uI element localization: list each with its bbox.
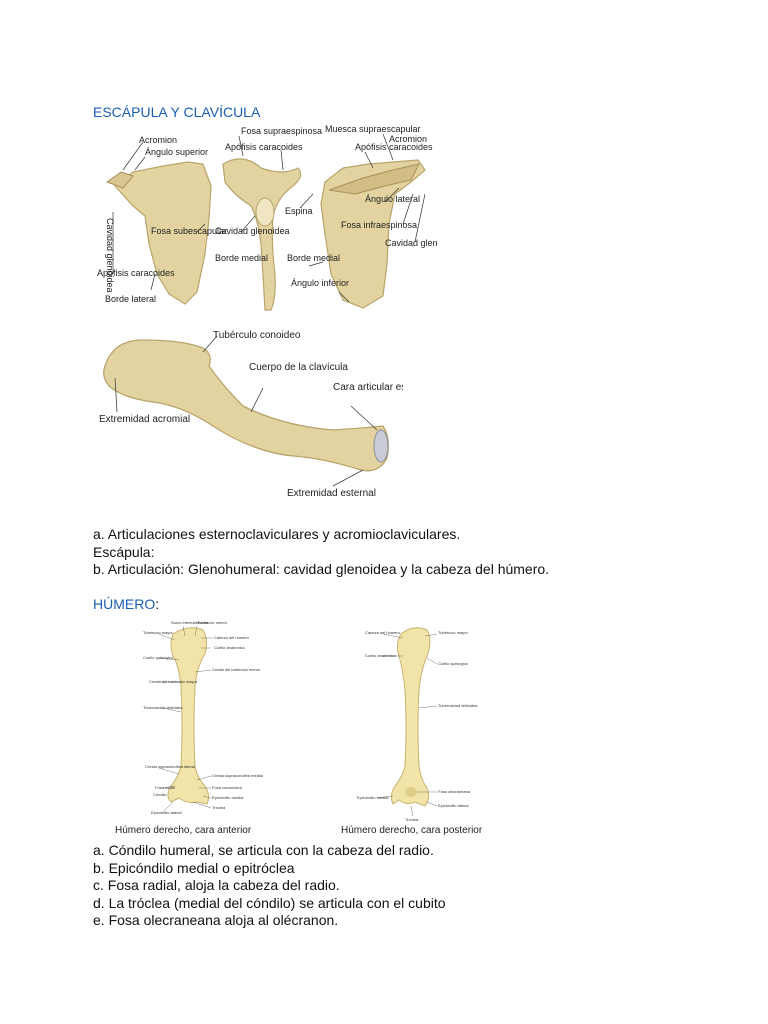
label-borde-medial-right: Borde medial — [287, 253, 340, 263]
label-ant-cresta-tub-mayor: Cresta del tubérculo mayor — [149, 679, 198, 684]
olecranon-fossa-shape — [405, 787, 417, 797]
label-apofisis-coracoides-left: Apófisis caracoides — [97, 268, 175, 278]
line-a-condilo: a. Cóndilo humeral, se articula con la c… — [93, 842, 434, 858]
scapula-posterior-shape — [320, 159, 426, 309]
line-escapula: Escápula: — [93, 543, 155, 560]
label-ant-troclea: Tróclea — [212, 805, 226, 810]
caption-anterior: Húmero derecho, cara anterior — [115, 825, 252, 836]
label-espina: Espina — [285, 206, 313, 216]
label-ant-condilo: Cóndilo — [153, 792, 167, 797]
label-ant-fosa-radial: Fosa radial — [155, 785, 175, 790]
label-cuerpo-clavicula: Cuerpo de la clavícula — [249, 362, 348, 373]
label-cavidad-glenoidea-mid: Cavidad glenoidea — [215, 226, 290, 236]
label-fosa-supraespinosa: Fosa supraespinosa — [241, 126, 322, 136]
label-ant-surco-intertubercular: Surco intertubercular — [171, 620, 209, 625]
label-angulo-superior: Ángulo superior — [145, 147, 208, 157]
label-apofisis-coracoides-top: Apófisis caracoides — [225, 142, 303, 152]
scapula-figure: Acromion Ángulo superior Fosa supraespin… — [97, 124, 438, 311]
label-angulo-inferior: Ángulo inferior — [291, 278, 349, 288]
label-ant-cuello-anatomico: Cuello anatómico — [214, 645, 246, 650]
line-b-glenohumeral: b. Articulación: Glenohumeral: cavidad g… — [93, 561, 550, 577]
label-cara-articular-esternal: Cara articular esternal — [333, 382, 403, 393]
label-post-cuello-quirurgico: Cuello quirúrgico — [438, 661, 469, 666]
label-post-cabeza: Cabeza del húmero — [365, 630, 401, 635]
label-extremidad-esternal: Extremidad esternal — [287, 488, 376, 499]
label-borde-lateral: Borde lateral — [105, 294, 156, 304]
label-acromion-left: Acromion — [139, 135, 177, 145]
label-ant-cresta-tub-menor: Cresta del tubérculo menor — [212, 667, 261, 672]
label-extremidad-acromial: Extremidad acromial — [99, 414, 190, 425]
label-ant-cresta-supracondilea-lateral: Cresta supracondílea lateral — [145, 764, 195, 769]
label-borde-medial-mid: Borde medial — [215, 253, 268, 263]
sternal-articular-surface-shape — [373, 429, 389, 463]
humerus-heading-colon: : — [155, 596, 160, 612]
paragraph-humerus-notes: a. Cóndilo humeral, se articula con la c… — [93, 842, 446, 930]
line-a-articulaciones: a. Articulaciones esternoclaviculares y … — [93, 526, 461, 542]
scapula-anterior-shape — [114, 161, 212, 305]
clavicle-figure: Tubérculo conoideo Cuerpo de la clavícul… — [99, 330, 403, 499]
acromion-left-shape — [105, 171, 134, 189]
scapula-clavicle-heading: ESCÁPULA Y CLAVÍCULA — [93, 104, 261, 120]
label-fosa-infraespinosa: Fosa infraespinosa — [341, 220, 417, 230]
label-ant-tuberculo-mayor: Tubérculo mayor — [143, 630, 174, 635]
label-ant-tuberosidad-deltoidea: Tuberosidad deltoidea — [143, 705, 183, 710]
label-post-cuello-anatomico: Cuello anatómico — [365, 653, 397, 658]
humerus-heading-text: HÚMERO — [93, 596, 156, 612]
label-angulo-lateral: Ángulo lateral — [365, 194, 420, 204]
label-post-epicondilo-medial: Epicóndilo medial — [357, 795, 388, 800]
label-cavidad-glenoidea-right: Cavidad glenoidea — [385, 238, 438, 248]
humerus-posterior-shape — [390, 627, 431, 807]
label-ant-cabeza: Cabeza del húmero — [214, 635, 250, 640]
label-fosa-subescapular: Fosa subescapular — [151, 226, 227, 236]
line-c-fosa-radial: c. Fosa radial, aloja la cabeza del radi… — [93, 877, 340, 893]
label-post-tuberosidad-deltoidea: Tuberosidad deltoidea — [438, 703, 478, 708]
line-e-fosa-olecraneana: e. Fosa olecraneana aloja al olécranon. — [93, 912, 339, 928]
humerus-figure: Surco intertubercular Tubérculo menor Tu… — [115, 620, 483, 836]
label-ant-epicondilo-lateral: Epicóndilo lateral — [151, 810, 182, 815]
label-post-epicondilo-lateral: Epicóndilo lateral — [438, 803, 469, 808]
line-b-epicondilo: b. Epicóndilo medial o epitróclea — [93, 859, 295, 876]
label-cavidad-glenoidea-vertical: Cavidad glenoidea — [105, 218, 115, 293]
caption-posterior: Húmero derecho, cara posterior — [341, 825, 483, 836]
label-post-troclea: Tróclea — [405, 817, 419, 822]
humerus-anterior-shape — [167, 627, 210, 805]
label-ant-cuello-quirurgico: Cuello quirúrgico — [143, 655, 174, 660]
label-ant-tuberculo-menor: Tubérculo menor — [197, 620, 228, 625]
humerus-heading: HÚMERO: — [93, 596, 159, 612]
paragraph-articulations: a. Articulaciones esternoclaviculares y … — [93, 526, 549, 579]
label-ant-fosa-coronoidea: Fosa coronoidea — [212, 785, 243, 790]
label-ant-cresta-supracondilea-medial: Cresta supracondílea medial — [212, 773, 263, 778]
clavicle-leader-lines — [114, 335, 378, 487]
label-acromion-right: Acromion — [389, 134, 427, 144]
label-post-tuberculo-mayor: Tubérculo mayor — [438, 630, 469, 635]
label-apofisis-coracoides-right: Apófisis caracoides — [355, 142, 433, 152]
scapula-lateral-shape — [222, 158, 302, 311]
scapula-leader-lines — [112, 133, 426, 303]
humerus-leader-lines — [158, 625, 438, 817]
label-ant-epicondilo-medial: Epicóndilo medial — [212, 795, 243, 800]
clavicle-shape — [103, 339, 389, 472]
label-post-fosa-olecraneana: Fosa olecraneana — [438, 789, 471, 794]
glenoid-cavity-shape — [255, 197, 275, 227]
label-tuberculo-conoideo: Tubérculo conoideo — [213, 330, 301, 341]
spine-shape — [328, 163, 420, 195]
label-muesca-supraescapular: Muesca supraescapular — [325, 124, 421, 134]
line-d-troclea: d. La tróclea (medial del cóndilo) se ar… — [93, 894, 446, 911]
